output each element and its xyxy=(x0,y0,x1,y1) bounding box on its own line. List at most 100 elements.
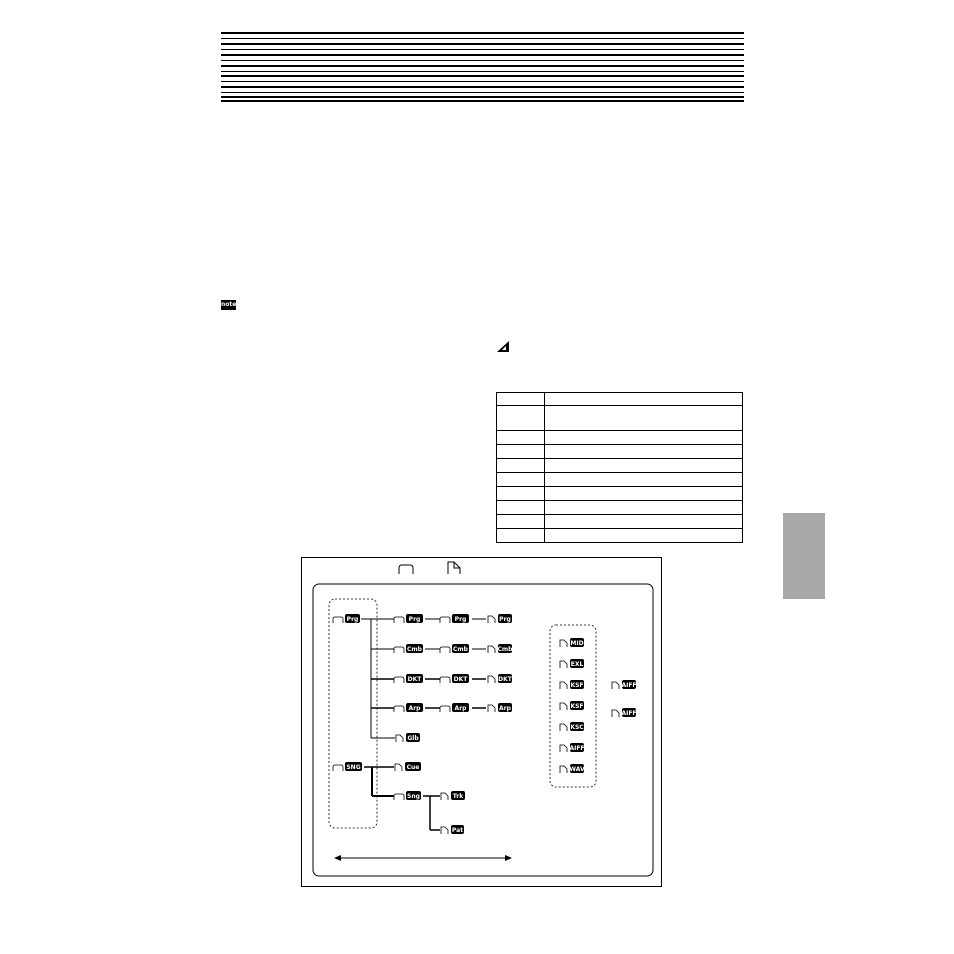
node-badge xyxy=(498,644,512,653)
file-icon xyxy=(559,723,568,731)
file-icon xyxy=(440,826,449,834)
node-badge xyxy=(345,614,360,623)
file-node: Arp xyxy=(487,703,512,712)
node-label: Arp xyxy=(455,705,468,712)
folder-icon xyxy=(439,705,451,712)
table-row xyxy=(497,458,742,459)
table-row xyxy=(497,514,742,515)
node-badge xyxy=(570,659,584,668)
header-stripes xyxy=(221,32,744,102)
folder-icon xyxy=(332,616,344,623)
node-badge xyxy=(406,614,423,623)
node-badge xyxy=(406,733,420,742)
node-label: AIFF xyxy=(621,710,636,717)
node-badge xyxy=(570,743,584,752)
node-label: Prg xyxy=(455,616,467,623)
file-node: Pat xyxy=(440,825,464,834)
folder-node: Sng xyxy=(393,791,421,800)
table-row xyxy=(497,500,742,501)
spec-table xyxy=(496,392,743,543)
node-badge xyxy=(452,703,469,712)
folder-node: Prg xyxy=(332,614,360,623)
file-icon xyxy=(611,681,620,689)
node-label: Cmb xyxy=(498,646,514,653)
file-icon xyxy=(487,675,496,683)
file-icon xyxy=(559,744,568,752)
folder-node: Prg xyxy=(393,614,423,623)
file-node: KSF xyxy=(559,701,584,710)
node-badge xyxy=(622,680,636,689)
table-row xyxy=(497,430,742,431)
file-node: Glb xyxy=(395,733,420,742)
node-badge xyxy=(498,703,512,712)
node-label: DKT xyxy=(408,676,423,683)
node-badge xyxy=(406,674,423,683)
node-label: Cmb xyxy=(407,646,423,653)
table-column-divider xyxy=(544,393,545,542)
node-label: EXL xyxy=(571,661,584,668)
folder-node: Arp xyxy=(439,703,469,712)
file-node: Cmb xyxy=(487,644,514,653)
file-node: KSC xyxy=(559,722,584,731)
table-row xyxy=(497,528,742,529)
node-badge xyxy=(451,825,464,834)
file-node: KSF xyxy=(559,680,584,689)
node-badge xyxy=(452,614,469,623)
table-row xyxy=(497,405,742,406)
file-icon xyxy=(487,615,496,623)
left-group-frame xyxy=(328,598,378,829)
folder-node: Cmb xyxy=(393,644,423,653)
node-badge xyxy=(570,722,584,731)
note-icon: note xyxy=(221,300,237,310)
node-label: Prg xyxy=(499,616,511,623)
node-label: Arp xyxy=(409,705,422,712)
folder-icon xyxy=(332,764,344,771)
folder-node: Arp xyxy=(393,703,423,712)
folder-icon xyxy=(439,676,451,683)
folder-node: SNG xyxy=(332,762,362,771)
node-label: Sng xyxy=(407,793,420,800)
file-node: EXL xyxy=(559,659,584,668)
node-label: KSF xyxy=(570,703,583,710)
file-icon xyxy=(559,702,568,710)
file-node: WAV xyxy=(559,764,585,773)
file-node: Trk xyxy=(440,791,465,800)
node-label: DKT xyxy=(498,676,513,683)
node-label: KSF xyxy=(570,682,583,689)
node-label: Prg xyxy=(409,616,421,623)
node-label: Glb xyxy=(407,735,419,742)
node-badge xyxy=(622,708,636,717)
file-icon xyxy=(395,734,404,742)
node-label: Cmb xyxy=(453,646,469,653)
file-icon xyxy=(447,561,461,574)
node-badge xyxy=(345,762,362,771)
node-badge xyxy=(406,644,423,653)
folder-node: DKT xyxy=(439,674,469,683)
node-label: AIFF xyxy=(569,745,584,752)
file-node: MID xyxy=(559,638,584,647)
file-icon xyxy=(559,681,568,689)
node-label: MID xyxy=(570,640,583,647)
node-badge xyxy=(498,614,512,623)
node-badge xyxy=(570,680,584,689)
file-node: AIFF xyxy=(611,680,637,689)
node-label: Prg xyxy=(347,616,359,623)
file-node: DKT xyxy=(487,674,513,683)
folder-icon xyxy=(398,564,414,574)
node-badge xyxy=(570,638,584,647)
file-icon xyxy=(394,763,403,771)
file-icon xyxy=(487,704,496,712)
right-group-frame xyxy=(549,624,597,788)
file-icon xyxy=(440,792,449,800)
folder-icon xyxy=(393,705,405,712)
folder-node: Prg xyxy=(439,614,469,623)
range-arrow xyxy=(334,855,512,861)
table-row xyxy=(497,444,742,445)
folder-icon xyxy=(393,616,405,623)
node-badge xyxy=(570,701,584,710)
table-row xyxy=(497,472,742,473)
node-label: Pat xyxy=(452,827,463,834)
inner-frame xyxy=(312,583,654,877)
file-icon xyxy=(611,709,620,717)
